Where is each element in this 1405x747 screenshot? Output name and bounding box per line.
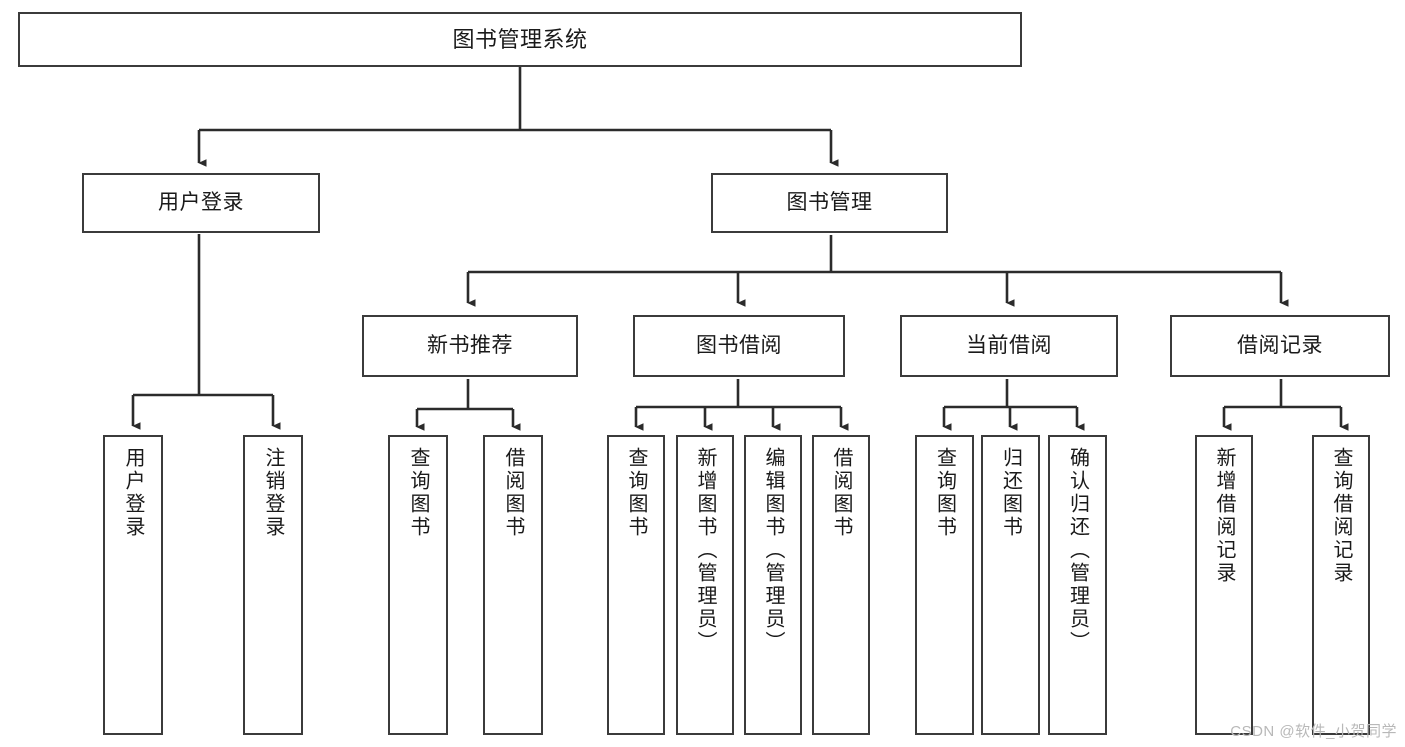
node-label: 确认归还（管理员） xyxy=(1066,447,1089,654)
node-new-book-recommend[interactable]: 新书推荐 xyxy=(362,315,578,377)
node-label: 用户登录 xyxy=(158,190,244,214)
node-label: 借阅记录 xyxy=(1237,333,1323,357)
node-book-borrow[interactable]: 图书借阅 xyxy=(633,315,845,377)
leaf-user-login-logout[interactable]: 注销登录 xyxy=(243,435,303,735)
node-label: 图书借阅 xyxy=(696,333,782,357)
leaf-book-borrow-add-book-admin[interactable]: 新增图书（管理员） xyxy=(676,435,734,735)
leaf-borrow-records-add-record[interactable]: 新增借阅记录 xyxy=(1195,435,1253,735)
leaf-borrow-records-query-record[interactable]: 查询借阅记录 xyxy=(1312,435,1370,735)
node-label: 新增借阅记录 xyxy=(1213,447,1235,585)
node-root-book-management-system[interactable]: 图书管理系统 xyxy=(18,12,1022,67)
leaf-book-borrow-borrow-book[interactable]: 借阅图书 xyxy=(812,435,870,735)
leaf-current-borrow-query-book[interactable]: 查询图书 xyxy=(915,435,974,735)
node-label: 借阅图书 xyxy=(830,447,852,539)
node-label: 新增图书（管理员） xyxy=(694,447,716,654)
node-user-login[interactable]: 用户登录 xyxy=(82,173,320,233)
node-label: 查询图书 xyxy=(407,447,429,539)
leaf-current-borrow-confirm-return-admin[interactable]: 确认归还（管理员） xyxy=(1048,435,1107,735)
node-book-management[interactable]: 图书管理 xyxy=(711,173,948,233)
node-label: 查询图书 xyxy=(933,447,956,539)
node-label: 查询图书 xyxy=(625,447,647,539)
leaf-new-book-borrow-book[interactable]: 借阅图书 xyxy=(483,435,543,735)
leaf-new-book-query-book[interactable]: 查询图书 xyxy=(388,435,448,735)
node-label: 归还图书 xyxy=(999,447,1022,539)
node-label: 新书推荐 xyxy=(427,333,513,357)
leaf-current-borrow-return-book[interactable]: 归还图书 xyxy=(981,435,1040,735)
node-label: 注销登录 xyxy=(262,447,284,539)
csdn-watermark: CSDN @软件_小贺同学 xyxy=(1230,723,1397,740)
node-label: 借阅图书 xyxy=(502,447,524,539)
leaf-book-borrow-edit-book-admin[interactable]: 编辑图书（管理员） xyxy=(744,435,802,735)
node-label: 图书管理 xyxy=(786,190,873,214)
node-label: 图书管理系统 xyxy=(452,26,588,52)
node-label: 当前借阅 xyxy=(966,333,1052,357)
node-label: 用户登录 xyxy=(122,447,144,539)
node-borrow-records[interactable]: 借阅记录 xyxy=(1170,315,1390,377)
node-label: 编辑图书（管理员） xyxy=(762,447,784,654)
node-current-borrow[interactable]: 当前借阅 xyxy=(900,315,1118,377)
leaf-book-borrow-query-book[interactable]: 查询图书 xyxy=(607,435,665,735)
node-label: 查询借阅记录 xyxy=(1330,447,1352,585)
leaf-user-login-login[interactable]: 用户登录 xyxy=(103,435,163,735)
